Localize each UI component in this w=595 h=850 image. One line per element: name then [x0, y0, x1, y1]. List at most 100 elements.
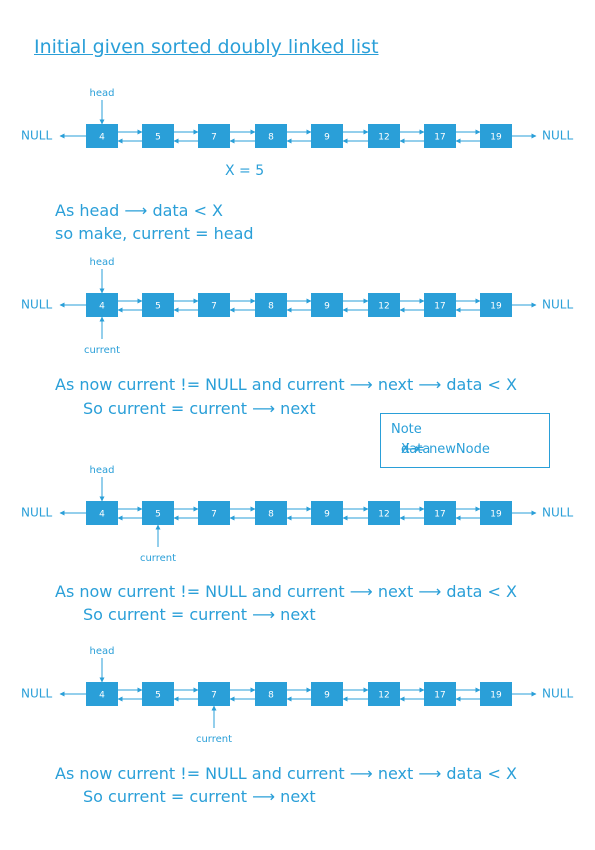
note-text-part: data	[401, 442, 431, 457]
head-label: head	[90, 646, 115, 657]
statement-advance-current: So current = current ⟶ next	[83, 605, 316, 624]
node-value: 12	[378, 302, 389, 312]
statement-loop-condition: As now current != NULL and current ⟶ nex…	[55, 582, 517, 601]
list-node	[368, 501, 400, 525]
node-value: 9	[324, 510, 330, 520]
node-value: 5	[155, 133, 161, 143]
list-node	[198, 293, 230, 317]
statement-text: next	[280, 787, 316, 806]
statement-loop-condition: As now current != NULL and current ⟶ nex…	[55, 764, 517, 783]
node-value: 5	[155, 510, 161, 520]
list-node	[424, 501, 456, 525]
current-label: current	[84, 345, 120, 356]
node-value: 9	[324, 691, 330, 701]
node-value: 12	[378, 691, 389, 701]
list-node	[424, 293, 456, 317]
node-value: 19	[490, 302, 502, 312]
node-value: 5	[155, 302, 161, 312]
null-label-right: NULL	[542, 687, 573, 701]
statement-text: As head	[55, 201, 120, 220]
null-label-left: NULL	[21, 506, 52, 520]
note-text-part: X = newNode	[401, 442, 490, 457]
list-node	[198, 124, 230, 148]
statement-text: data < X	[446, 582, 517, 601]
list-node	[86, 293, 118, 317]
arrow-icon: ⟶	[252, 605, 281, 624]
list-node	[198, 501, 230, 525]
list-node	[142, 501, 174, 525]
arrow-icon: ⟶	[349, 764, 378, 783]
node-value: 9	[324, 302, 330, 312]
statement-text: data < X	[446, 375, 517, 394]
node-value: 8	[268, 691, 274, 701]
arrow-icon: ⟶	[252, 787, 281, 806]
list-node	[86, 501, 118, 525]
x-value-label: X = 5	[225, 163, 265, 179]
statement-advance-current: So current = current ⟶ next	[83, 787, 316, 806]
node-value: 4	[99, 302, 105, 312]
node-value: 17	[434, 691, 445, 701]
null-label-left: NULL	[21, 129, 52, 143]
null-label-right: NULL	[542, 298, 573, 312]
null-label-right: NULL	[542, 506, 573, 520]
list-node	[86, 682, 118, 706]
statement-text: As now current != NULL and current	[55, 764, 345, 783]
node-value: 8	[268, 302, 274, 312]
list-node	[255, 124, 287, 148]
null-label-left: NULL	[21, 298, 52, 312]
arrow-icon: ⟶	[418, 582, 447, 601]
arrow-icon: ⟶	[418, 375, 447, 394]
list-node	[86, 124, 118, 148]
node-value: 17	[434, 302, 445, 312]
node-value: 17	[434, 133, 445, 143]
null-label-right: NULL	[542, 129, 573, 143]
statement-text: So current = current	[83, 605, 248, 624]
list-node	[255, 501, 287, 525]
list-node	[480, 501, 512, 525]
page-title: Initial given sorted doubly linked list	[34, 36, 379, 58]
statement-set-current: so make, current = head	[55, 224, 254, 243]
node-value: 17	[434, 510, 445, 520]
list-node	[255, 682, 287, 706]
node-value: 4	[99, 691, 105, 701]
statement-head-check: As head ⟶ data < X	[55, 201, 223, 220]
arrow-icon: ⟶	[418, 764, 447, 783]
note-box: Note X = newNode ⟶ data	[380, 413, 550, 468]
node-value: 12	[378, 510, 389, 520]
list-node	[311, 501, 343, 525]
arrow-icon: ⟶	[252, 399, 281, 418]
statement-text: next	[377, 764, 414, 783]
list-node	[142, 124, 174, 148]
statement-text: next	[377, 582, 414, 601]
node-value: 19	[490, 510, 502, 520]
list-node	[480, 293, 512, 317]
list-node	[480, 682, 512, 706]
node-value: 19	[490, 691, 502, 701]
statement-text: So current = current	[83, 399, 248, 418]
statement-text: data < X	[152, 201, 224, 220]
current-label: current	[140, 553, 176, 564]
statement-advance-current: So current = current ⟶ next	[83, 399, 316, 418]
head-label: head	[90, 257, 115, 268]
arrow-icon: ⟶	[401, 442, 420, 457]
current-label: current	[196, 734, 232, 745]
note-title: Note	[391, 422, 422, 437]
list-node	[480, 124, 512, 148]
node-value: 7	[211, 133, 217, 143]
list-node	[368, 124, 400, 148]
node-value: 8	[268, 133, 274, 143]
node-value: 7	[211, 302, 217, 312]
list-node	[198, 682, 230, 706]
statement-text: next	[280, 399, 316, 418]
arrow-icon: ⟶	[124, 201, 153, 220]
arrow-icon: ⟶	[349, 375, 378, 394]
list-node	[311, 682, 343, 706]
head-label: head	[90, 88, 115, 99]
list-node	[424, 124, 456, 148]
statement-loop-condition: As now current != NULL and current ⟶ nex…	[55, 375, 517, 394]
arrow-icon: ⟶	[349, 582, 378, 601]
list-node	[424, 682, 456, 706]
null-label-left: NULL	[21, 687, 52, 701]
